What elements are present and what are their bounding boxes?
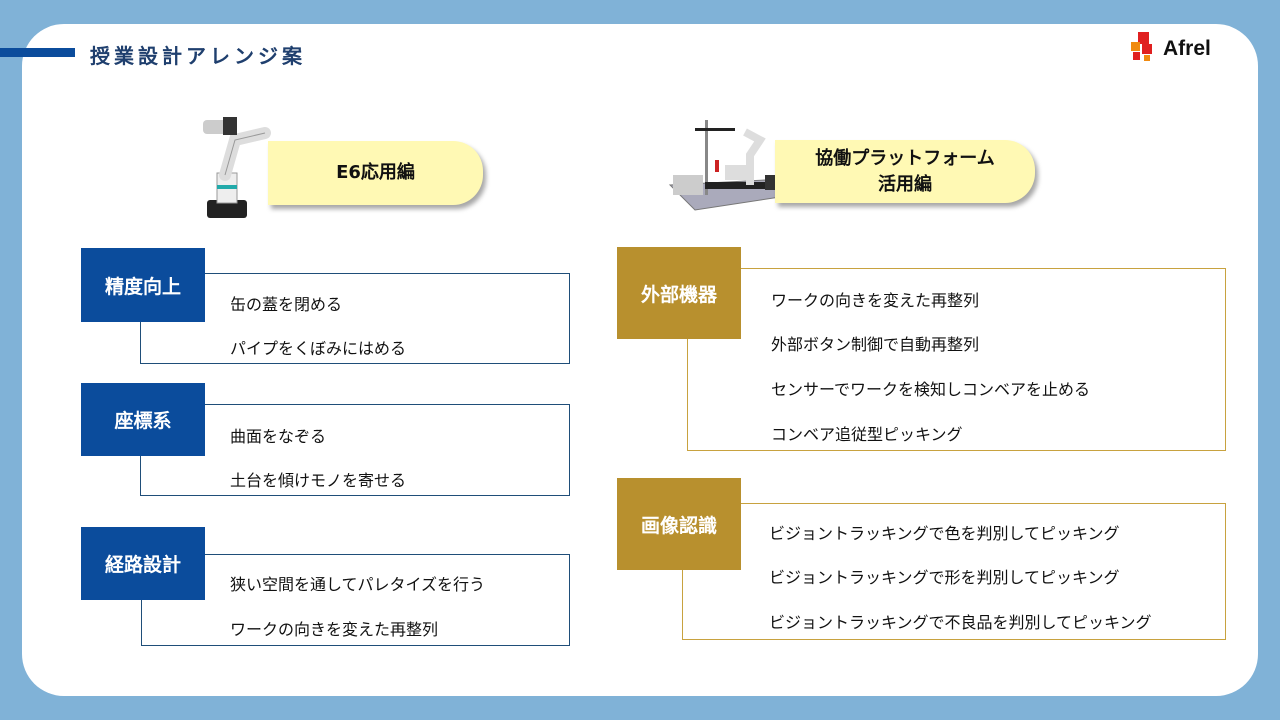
group-label-coordinates: 座標系 [81, 383, 205, 456]
group-label-image-recognition: 画像認識 [617, 478, 741, 570]
list-item: ビジョントラッキングで形を判別してピッキング [769, 568, 1120, 587]
pill-label: 協働プラットフォーム活用編 [815, 146, 994, 198]
group-box-external-devices [687, 268, 1226, 451]
page-title: 授業設計アレンジ案 [90, 44, 306, 68]
header-accent-bar [0, 48, 75, 57]
group-box-image-recognition [682, 503, 1226, 640]
list-item: 土台を傾けモノを寄せる [230, 471, 407, 490]
list-item: 外部ボタン制御で自動再整列 [771, 335, 980, 354]
list-item: パイプをくぼみにはめる [230, 339, 407, 358]
robot-arm-image [203, 117, 271, 218]
list-item: ワークの向きを変えた再整列 [771, 291, 980, 310]
group-box-coordinates [140, 404, 570, 496]
list-item: ビジョントラッキングで不良品を判別してピッキング [769, 613, 1152, 632]
list-item: 曲面をなぞる [230, 427, 327, 446]
cobot-platform-image [668, 120, 795, 211]
list-item: 缶の蓋を閉める [230, 295, 343, 314]
group-label-external-devices: 外部機器 [617, 247, 741, 339]
afrel-logo-icon [1131, 32, 1152, 61]
group-box-path [141, 554, 570, 646]
list-item: コンベア追従型ピッキング [771, 425, 963, 444]
pill-e6-advanced: E6応用編 [268, 141, 483, 205]
group-box-precision [140, 273, 570, 364]
group-label-path: 経路設計 [81, 527, 205, 600]
pill-cobot-platform: 協働プラットフォーム活用編 [775, 140, 1035, 203]
list-item: 狭い空間を通してパレタイズを行う [230, 575, 486, 594]
pill-line2: 活用編 [878, 173, 932, 195]
list-item: ワークの向きを変えた再整列 [230, 620, 439, 639]
group-label-precision: 精度向上 [81, 248, 205, 322]
list-item: ビジョントラッキングで色を判別してピッキング [769, 524, 1120, 543]
pill-label: E6応用編 [336, 162, 415, 183]
logo-text: Afrel [1163, 37, 1211, 60]
pill-line1: 協働プラットフォーム [815, 147, 995, 169]
list-item: センサーでワークを検知しコンベアを止める [771, 380, 1091, 399]
